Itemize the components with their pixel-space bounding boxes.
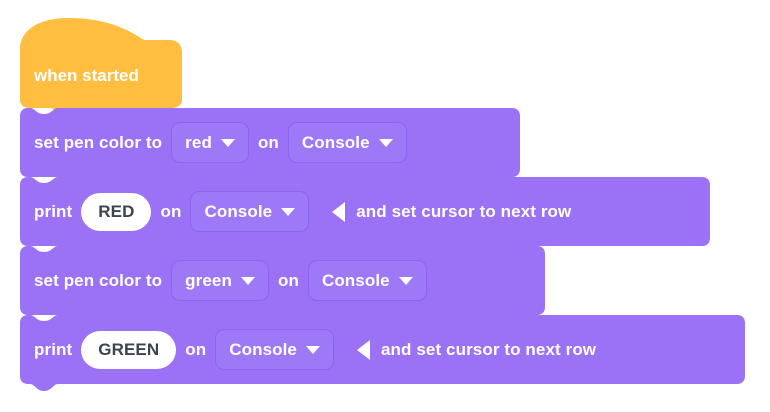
chevron-down-icon <box>378 138 393 147</box>
set-pen-color-prefix-label: set pen color to <box>34 132 163 152</box>
caret-left-icon[interactable] <box>356 339 370 360</box>
print-on-label: on <box>160 201 182 221</box>
print-prefix-label: print <box>34 201 73 221</box>
pen-color-dropdown[interactable]: green <box>171 260 269 301</box>
caret-left-icon[interactable] <box>332 201 346 222</box>
print-suffix-label: and set cursor to next row <box>380 339 597 359</box>
print-on-label: on <box>185 339 207 359</box>
chevron-down-icon <box>240 276 255 285</box>
print-text-value[interactable]: GREEN <box>81 330 177 369</box>
print-prefix-label: print <box>34 339 73 359</box>
pen-color-target-value: Console <box>321 270 390 290</box>
chevron-down-icon <box>398 276 413 285</box>
block-print-green[interactable]: print GREEN on Console and set cursor to… <box>20 315 745 391</box>
pen-color-target-value: Console <box>301 132 370 152</box>
pen-color-target-dropdown[interactable]: Console <box>307 260 427 301</box>
print-suffix-label: and set cursor to next row <box>356 201 572 221</box>
pen-color-dropdown[interactable]: red <box>171 122 249 163</box>
set-pen-color-on-label: on <box>277 270 299 290</box>
chevron-down-icon <box>305 345 320 354</box>
block-print-red[interactable]: print RED on Console and set cursor to n… <box>20 177 710 246</box>
print-target-dropdown[interactable]: Console <box>215 329 334 370</box>
chevron-down-icon <box>220 138 235 147</box>
block-set-pen-color-green[interactable]: set pen color to green on Console <box>20 246 545 315</box>
chevron-down-icon <box>281 207 296 216</box>
pen-color-dropdown-value: red <box>185 132 212 152</box>
print-target-dropdown[interactable]: Console <box>190 191 310 232</box>
hat-block-label: when started <box>34 66 139 85</box>
script-stack: when started set pen color to red on Con… <box>20 18 745 391</box>
block-set-pen-color-red[interactable]: set pen color to red on Console <box>20 108 520 177</box>
pen-color-target-dropdown[interactable]: Console <box>287 122 407 163</box>
set-pen-color-on-label: on <box>257 132 279 152</box>
print-target-value: Console <box>229 339 297 359</box>
pen-color-dropdown-value: green <box>185 270 232 290</box>
print-text-value[interactable]: RED <box>81 192 152 231</box>
set-pen-color-prefix-label: set pen color to <box>34 270 163 290</box>
block-when-started[interactable]: when started <box>20 18 182 114</box>
print-target-value: Console <box>204 201 273 221</box>
